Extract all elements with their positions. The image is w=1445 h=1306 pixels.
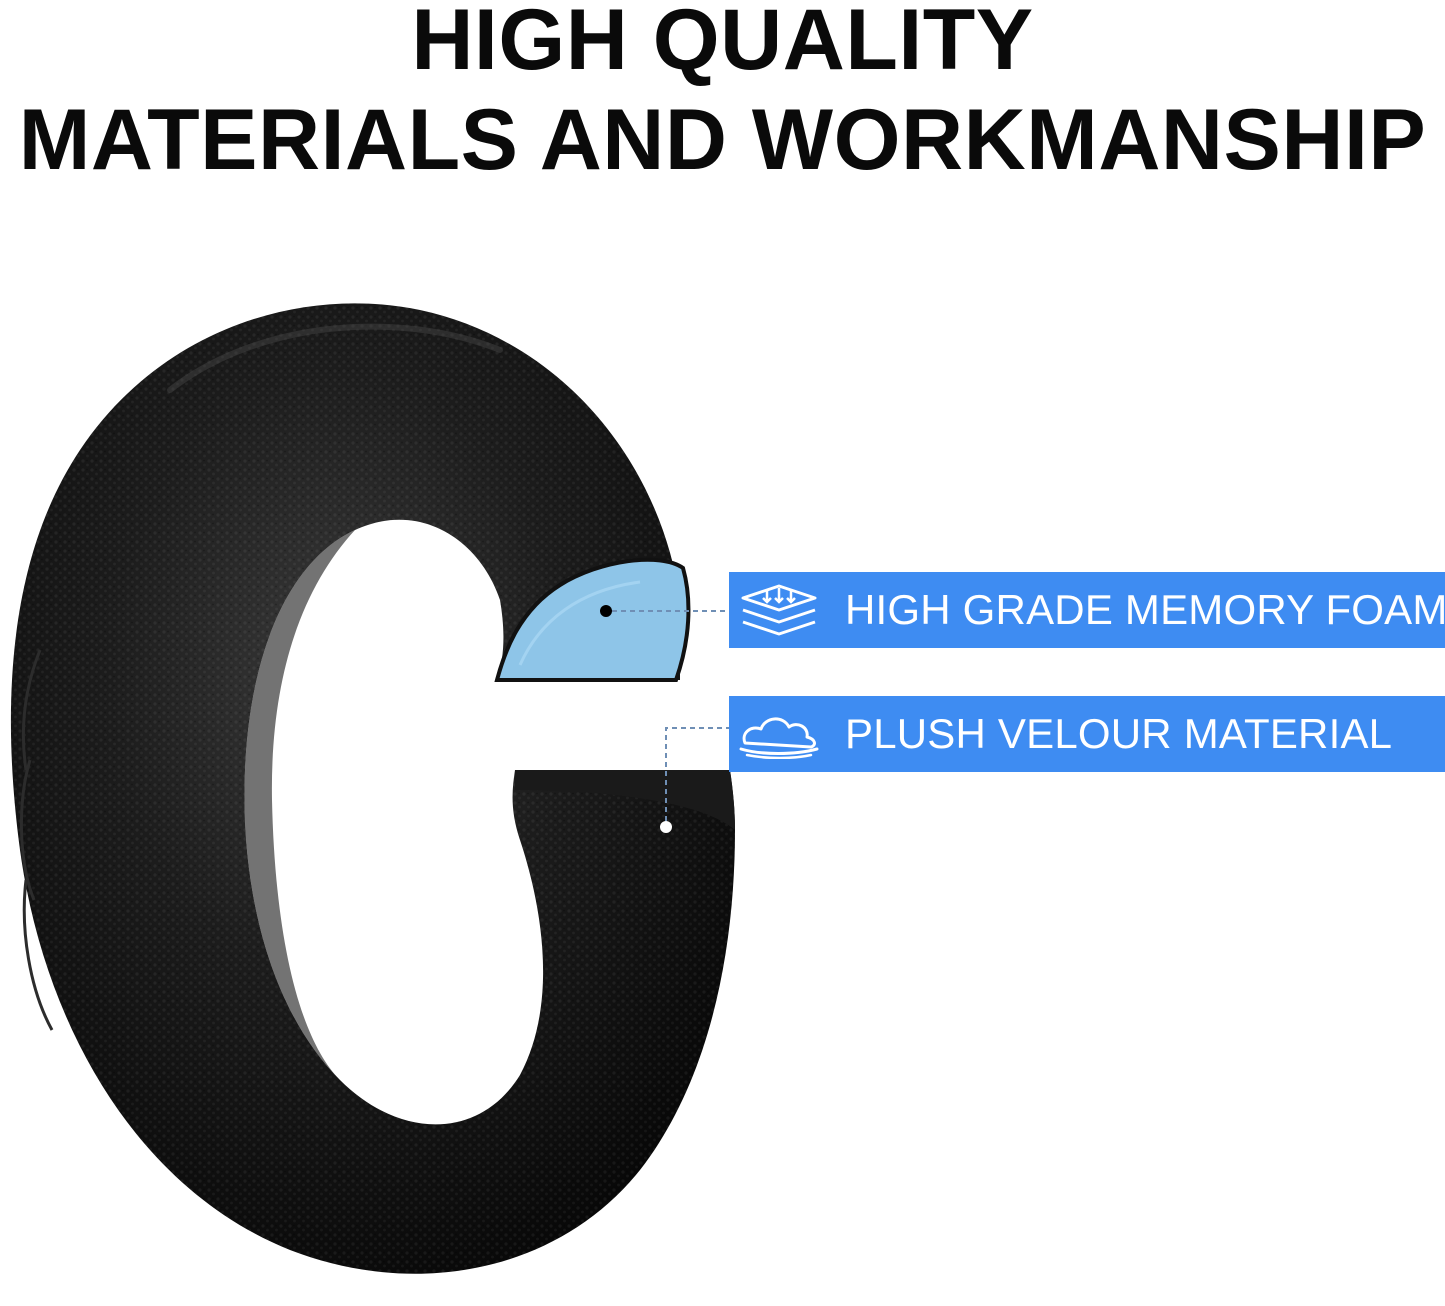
headline: HIGH QUALITY MATERIALS AND WORKMANSHIP [0, 0, 1445, 188]
feature-memory-foam-label: HIGH GRADE MEMORY FOAM [845, 586, 1445, 633]
velour-leader-line [665, 727, 729, 821]
headline-line-1: HIGH QUALITY [411, 0, 1034, 88]
feature-velour-label: PLUSH VELOUR MATERIAL [845, 710, 1393, 757]
cloud-icon [729, 696, 829, 772]
layers-icon [729, 572, 829, 648]
velour-pointer-dot [660, 821, 672, 833]
ear-pad-ring [10, 303, 735, 1274]
velour-rim [515, 770, 735, 830]
feature-velour: PLUSH VELOUR MATERIAL [729, 696, 1445, 772]
foam-pointer-dot [600, 605, 612, 617]
foam-cross-section [494, 557, 691, 682]
headline-line-2: MATERIALS AND WORKMANSHIP [18, 92, 1427, 188]
feature-memory-foam: HIGH GRADE MEMORY FOAM [729, 572, 1445, 648]
